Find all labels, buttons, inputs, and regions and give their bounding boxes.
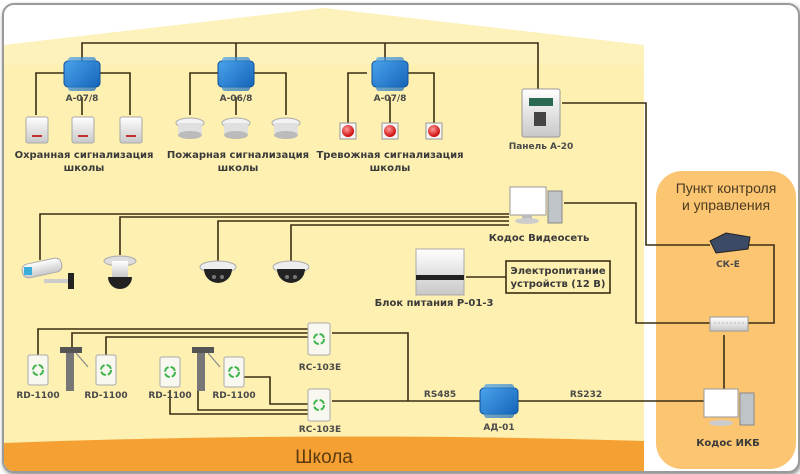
card-reader-icon [27, 354, 49, 386]
smoke-detector-icon [175, 117, 205, 139]
alarm-controller-2-label: А-06/8 [220, 94, 253, 104]
alarm-group-3-caption-2: школы [370, 163, 411, 174]
power-supply-icon[interactable] [415, 248, 465, 296]
panic-button-icon [381, 122, 399, 140]
reader-2-label: RD-1100 [84, 391, 127, 401]
power-supply-label: Блок питания Р-01-3 [375, 298, 494, 309]
dome-camera-icon [272, 260, 310, 283]
video-server-label: Кодос Видеосеть [489, 233, 590, 244]
panic-button-icon [425, 122, 443, 140]
school-label: Школа [295, 447, 353, 468]
alarm-group-2-caption-2: школы [218, 163, 259, 174]
alarm-controller-1-label: А-07/8 [66, 94, 99, 104]
wires [35, 42, 775, 415]
alarm-group-3-caption-1: Тревожная сигнализация [316, 150, 463, 161]
video-server-computer-icon[interactable] [509, 186, 563, 224]
bullet-camera-icon [21, 257, 74, 289]
converter-label: АД-01 [483, 423, 514, 433]
access-controller-icon[interactable] [307, 388, 331, 422]
power-info-line2: устройств (12 В) [511, 279, 606, 290]
alarm-controller-3[interactable] [371, 57, 409, 91]
alarm-controller-1[interactable] [63, 57, 101, 91]
security-system-diagram: Школа Пункт контроля и управления [4, 8, 796, 471]
turnstile-icon [60, 347, 89, 391]
power-info-line1: Электропитание [510, 266, 605, 277]
motion-detector-icon [119, 116, 143, 144]
rs232-label: RS232 [570, 390, 602, 400]
ptz-camera-icon [103, 255, 137, 289]
reader-1-label: RD-1100 [16, 391, 59, 401]
workstation-computer-icon[interactable] [703, 388, 755, 426]
turnstile-icon [192, 347, 221, 391]
school-zone [4, 8, 644, 471]
access-controller-1-label: RC-103E [299, 363, 341, 373]
access-controller-2-label: RC-103E [299, 425, 341, 435]
diagram-frame: Школа Пункт контроля и управления [2, 3, 800, 473]
control-zone-title-1: Пункт контроля [676, 180, 777, 196]
card-reader-icon [223, 356, 245, 388]
dome-camera-icon [199, 260, 237, 283]
ske-label: СК-Е [716, 260, 740, 270]
alarm-group-1-caption-2: школы [64, 163, 105, 174]
school-zone-light [4, 8, 644, 65]
card-reader-icon [95, 354, 117, 386]
reader-3-label: RD-1100 [148, 391, 191, 401]
school-band [4, 436, 644, 471]
workstation-label: Кодос ИКБ [696, 438, 760, 449]
smoke-detector-icon [271, 117, 301, 139]
motion-detector-icon [25, 116, 49, 144]
reader-4-label: RD-1100 [212, 391, 255, 401]
smoke-detector-icon [221, 117, 251, 139]
network-switch-icon[interactable] [709, 316, 749, 332]
network-controller-ske-icon[interactable] [709, 232, 751, 254]
control-zone-title-2: и управления [682, 197, 770, 213]
alarm-group-1-caption-1: Охранная сигнализация [15, 150, 154, 161]
converter-ad01-icon[interactable] [479, 384, 519, 418]
access-controller-icon[interactable] [307, 322, 331, 356]
panel-a20-icon[interactable] [521, 88, 561, 138]
power-info-box [505, 260, 611, 294]
panel-a20-label: Панель А-20 [509, 142, 574, 152]
panic-button-icon [339, 122, 357, 140]
alarm-group-2-caption-1: Пожарная сигнализация [167, 150, 309, 161]
rs485-label: RS485 [424, 390, 456, 400]
alarm-controller-3-label: А-07/8 [374, 94, 407, 104]
alarm-controller-2[interactable] [217, 57, 255, 91]
motion-detector-icon [71, 116, 95, 144]
card-reader-icon [159, 356, 181, 388]
